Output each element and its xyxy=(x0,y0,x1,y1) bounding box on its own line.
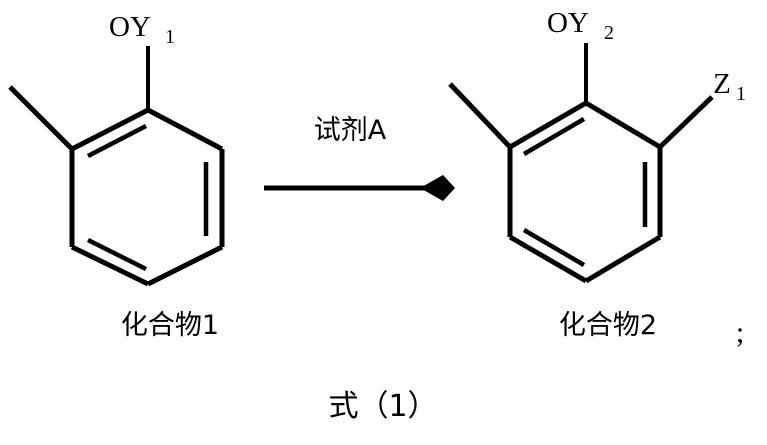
product-caption: 化合物2 xyxy=(559,310,657,341)
ring-inner-bond-top-left xyxy=(86,124,148,158)
reactant-structure: OY 1 化合物1 xyxy=(8,11,225,341)
product-oxy-label-subscript: 2 xyxy=(604,22,614,44)
product-z-bond xyxy=(658,95,714,149)
product-oxy-label: OY xyxy=(547,7,589,39)
product-ring-inner-bond-top-left xyxy=(522,117,586,156)
product-ring-bond-bottom-right xyxy=(584,234,662,284)
ring-bond-bottom-left xyxy=(70,244,150,287)
reactant-benzene-ring xyxy=(69,107,225,287)
reactant-oxy-label-subscript: 1 xyxy=(165,26,175,48)
reaction-arrow-group: 试剂A xyxy=(264,115,455,201)
ring-inner-bond-bottom-left xyxy=(86,237,148,272)
formula-caption: 式（1） xyxy=(328,389,437,424)
product-ring-inner-bond-bottom-left xyxy=(522,228,586,267)
product-z-label-subscript: 1 xyxy=(736,83,746,105)
product-z-label: Z xyxy=(713,68,731,100)
ring-bond-top-right xyxy=(146,107,224,152)
reactant-caption: 化合物1 xyxy=(121,310,219,341)
reactant-methyl-bond xyxy=(8,85,74,151)
product-benzene-ring xyxy=(507,100,663,284)
product-ring-bond-bottom-left xyxy=(508,234,588,284)
ring-bond-top-left xyxy=(70,107,150,152)
product-methyl-bond xyxy=(448,82,512,149)
trailing-punctuation: ; xyxy=(736,316,744,349)
product-structure: OY 2 Z 1 化合物2 xyxy=(448,7,746,341)
reactant-oxy-label: OY xyxy=(109,11,151,43)
reaction-arrow-head xyxy=(420,175,455,201)
reagent-label: 试剂A xyxy=(314,115,387,146)
product-ring-bond-top-left xyxy=(508,100,588,150)
product-ring-bond-top-right xyxy=(584,100,662,150)
ring-bond-bottom-right xyxy=(146,244,224,287)
